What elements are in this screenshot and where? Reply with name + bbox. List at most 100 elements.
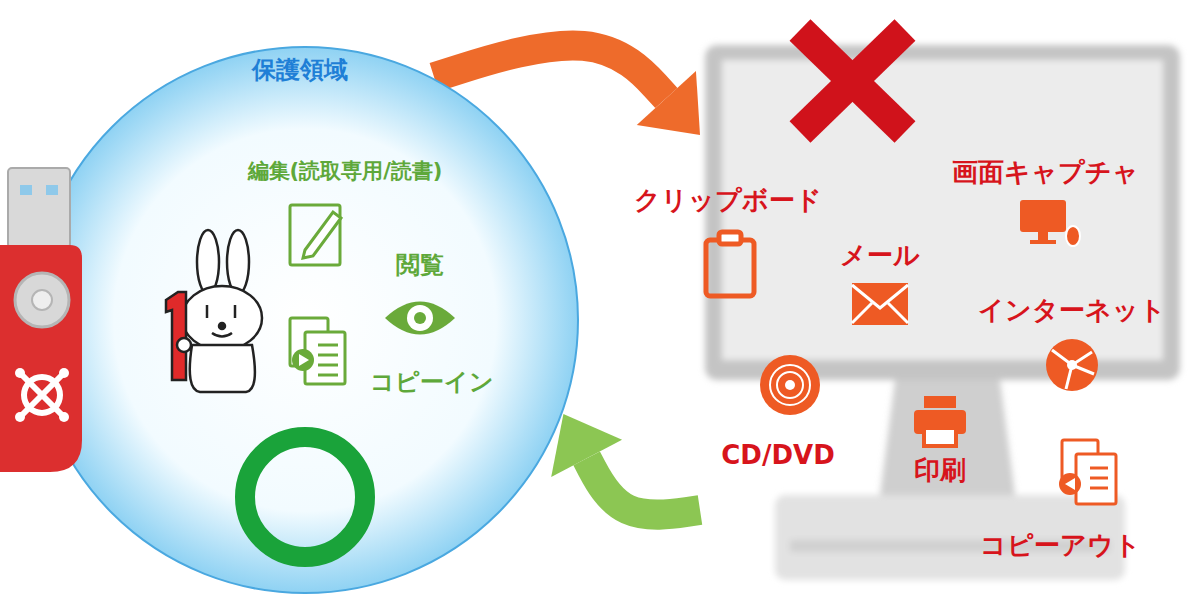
ok-mark [245,437,365,557]
copy-out-icon-part [1090,477,1108,480]
rabbit-mascot-part [197,230,219,294]
view-icon-part [407,305,433,331]
copy-out-icon-part [1062,440,1098,486]
mail-icon-part [852,283,908,325]
usb-stick-part [32,290,52,310]
copy-in-icon-part [318,344,338,347]
edit-icon-part [303,212,341,258]
rabbit-mascot-part [182,286,262,350]
item-label: コピーイン [370,369,494,395]
area-title: 保護領域 [252,57,348,83]
red-cross-part [800,30,905,132]
usb-stick-part [15,273,69,327]
view-icon-part [414,312,426,324]
internet-icon-part [1067,360,1077,370]
usb-stick-part [24,377,60,413]
rabbit-mascot-part [227,230,249,294]
view-icon [385,302,455,335]
rabbit-mascot-part [177,338,191,352]
clipboard-icon-part [706,240,754,296]
item-label: 閲覧 [396,252,444,278]
usb-stick-part [59,368,69,378]
item-label: クリップボード [634,186,822,215]
monitor-drawing-part [880,380,1015,495]
usb-stick-part [8,168,70,248]
red-cross [800,30,905,132]
screen-capture-icon [1020,200,1080,246]
copy-out-icon-part [1090,467,1108,470]
internet-icon-part [1052,350,1094,389]
usb-stick-part [46,185,58,195]
rabbit-mascot-part [190,345,255,392]
print-icon-part [924,396,956,408]
usb-stick-part [22,375,62,415]
screen-capture-icon-part [1030,240,1056,244]
mail-icon [852,283,908,325]
red-cross-part [800,30,905,132]
arrow-shaft [434,45,666,98]
arrow-head [637,71,700,135]
protected-area-circle: 保護領域編集(読取専用/読書) 閲覧コピーイン [30,45,580,595]
mail-icon-part [852,285,908,308]
internet-icon [1046,339,1098,391]
usb-stick [0,168,82,472]
usb-stick-part [22,375,62,415]
edit-icon-part [290,205,340,265]
copy-out-icon [1059,440,1116,504]
copy-in-icon-part [290,318,328,366]
item-label: 画面キャプチャ [952,158,1139,187]
rabbit-mascot-part [212,333,232,337]
item-label: コピーアウト [980,531,1141,560]
print-icon-part [914,410,966,434]
copy-out-icon-part [1059,473,1081,495]
copy-in-icon-part [305,332,345,384]
rabbit-mascot-part [166,292,186,380]
clipboard-icon-part [719,232,741,244]
copy-in-icon-part [318,354,338,357]
item-label: 印刷 [914,456,966,485]
copy-out-icon-part [1090,487,1108,490]
screen-capture-icon-part [1038,232,1048,240]
circle-shape [32,47,578,593]
view-icon-part [385,302,455,335]
copy-in-icon-part [318,374,338,377]
item-label: インターネット [978,296,1166,325]
item-label: メール [840,241,920,270]
rabbit-mascot [166,230,262,392]
arrow-shaft [587,458,700,514]
usb-stick-part [59,412,69,422]
monitor-drawing [705,45,1180,580]
cd-dvd-icon [760,355,820,415]
copy-out-icon-part [1065,478,1075,490]
screen-capture-icon-part [1020,200,1066,232]
cd-dvd-icon-part [770,365,810,405]
usb-stick-part [0,245,82,472]
internet-icon-part [1046,339,1098,391]
copy-in-icon-part [299,354,309,366]
edit-icon [290,205,341,265]
item-label: 編集(読取専用/読書) [248,160,443,183]
mail-icon-part [852,303,908,323]
item-label: CD/DVD [721,441,834,470]
rabbit-mascot-part [206,305,209,318]
arrow-head [551,414,622,477]
copy-in-icon [290,318,345,384]
print-icon-part [924,428,956,446]
copy-in-icon-part [292,349,314,371]
cd-dvd-icon-part [777,372,803,398]
usb-stick-part [15,412,25,422]
cd-dvd-icon-part [760,355,820,415]
clipboard-icon [706,232,754,296]
screen-capture-icon-part [1066,226,1080,246]
cd-dvd-icon-part [785,380,795,390]
print-icon [914,396,966,446]
usb-stick-part [15,368,25,378]
usb-stick-part [20,185,32,195]
monitor-box: クリップボード画面キャプチャメールインターネットCD/DVD印刷コピーアウト [700,40,1190,590]
rabbit-mascot-part [234,305,237,318]
rabbit-mascot-part [219,323,225,329]
copy-in-icon-part [318,364,338,367]
circle-outline [30,45,580,595]
flow-arrow [551,414,700,515]
copy-out-icon-part [1076,454,1116,504]
